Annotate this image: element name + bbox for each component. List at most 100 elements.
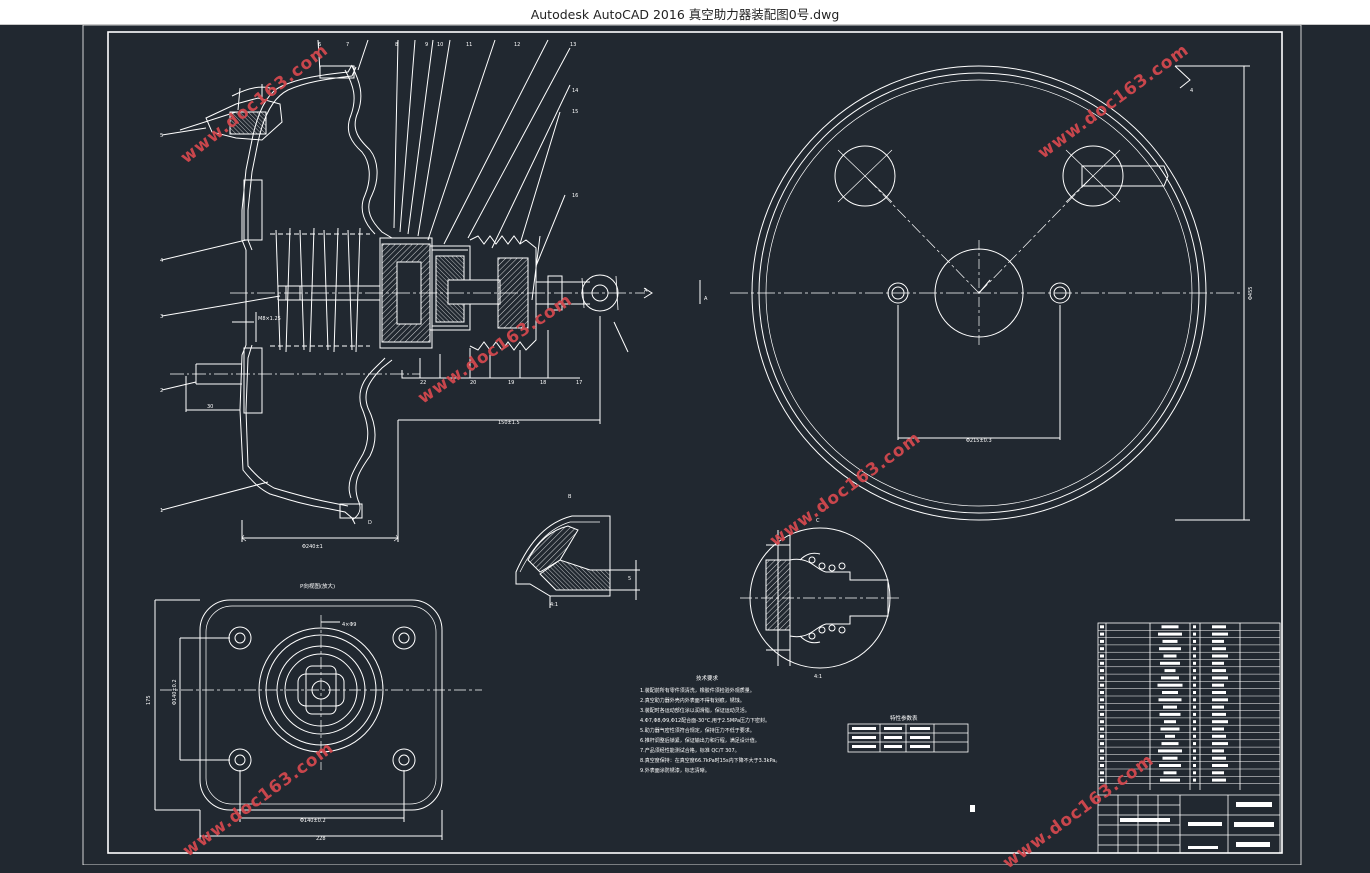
- svg-text:15: 15: [572, 109, 578, 115]
- svg-text:Φ455: Φ455: [1248, 287, 1254, 300]
- parts-list-cell-qty: [1193, 778, 1196, 782]
- svg-text:2.真空助力器外壳内外表面不得有划痕，锈蚀。: 2.真空助力器外壳内外表面不得有划痕，锈蚀。: [640, 697, 745, 704]
- svg-text:6.推杆调整后锁紧，保证输出力和行程，满足设计值。: 6.推杆调整后锁紧，保证输出力和行程，满足设计值。: [640, 737, 760, 744]
- parts-list-cell-qty: [1193, 639, 1196, 643]
- main-section-view: [161, 39, 701, 542]
- parts-list-cell-material: [1212, 632, 1228, 636]
- detail-c-labels: C 4:1: [814, 518, 822, 680]
- parts-list-cell-no: [1100, 712, 1104, 716]
- svg-text:8: 8: [395, 42, 398, 48]
- svg-text:D: D: [368, 520, 372, 526]
- plate-view-labels: P向视图(放大) 175 Φ140±0.2 Φ140±0.2 228 4×Φ9: [146, 582, 357, 842]
- svg-text:9.外表面涂防锈漆，标志清晰。: 9.外表面涂防锈漆，标志清晰。: [640, 767, 710, 774]
- parts-list-cell-qty: [1193, 749, 1196, 753]
- svg-text:P向视图(放大): P向视图(放大): [300, 582, 335, 590]
- parts-list-cell-material: [1212, 639, 1224, 643]
- parts-list-cell-name: [1158, 749, 1182, 753]
- svg-text:11: 11: [466, 42, 472, 48]
- parts-list-cell-material: [1212, 720, 1228, 724]
- parts-list-cell-qty: [1193, 734, 1196, 738]
- parts-list-cell-qty: [1193, 705, 1196, 709]
- parts-list-cell-name: [1162, 691, 1178, 694]
- parts-list-cell-no: [1100, 625, 1104, 629]
- svg-text:10: 10: [437, 42, 443, 48]
- parts-list-cell-no: [1100, 654, 1104, 658]
- parts-list-cell-no: [1100, 647, 1104, 651]
- svg-text:16: 16: [572, 193, 578, 199]
- parts-list-cell-name: [1160, 661, 1180, 665]
- parts-list-cell-name: [1160, 778, 1180, 782]
- parts-list-cell-no: [1100, 778, 1104, 782]
- svg-text:20: 20: [470, 380, 476, 386]
- svg-text:30: 30: [207, 404, 213, 410]
- parts-list-cell-qty: [1193, 654, 1196, 658]
- parts-list-cell-material: [1212, 669, 1226, 673]
- svg-text:8.真空度保持：在真空度66.7kPa时15s内下降不大于3: 8.真空度保持：在真空度66.7kPa时15s内下降不大于3.3kPa。: [640, 757, 780, 764]
- parts-list-cell-no: [1100, 669, 1104, 673]
- parts-list-cell-name: [1158, 632, 1182, 636]
- title-block-fills: [1120, 802, 1274, 849]
- parts-list-cell-material: [1212, 676, 1228, 680]
- parts-list-cell-material: [1212, 625, 1226, 629]
- parts-list-cell-qty: [1193, 625, 1196, 629]
- parts-list-cell-material: [1212, 647, 1226, 651]
- parts-list-cell-material: [1212, 749, 1224, 753]
- detail-c: [740, 527, 900, 669]
- svg-text:C: C: [816, 518, 820, 524]
- parts-list-cell-qty: [1193, 647, 1196, 651]
- parts-list-cell-no: [1100, 698, 1104, 702]
- parts-list-cell-name: [1163, 771, 1177, 775]
- parts-list-cell-qty: [1193, 742, 1196, 746]
- parts-list-cell-qty: [1193, 698, 1196, 702]
- parts-list-cell-material: [1212, 727, 1224, 731]
- parts-list-cell-material: [1212, 661, 1224, 665]
- svg-text:4: 4: [160, 258, 163, 264]
- parts-list-cell-name: [1163, 654, 1177, 658]
- parts-list-cell-no: [1100, 734, 1104, 738]
- svg-text:M8×1.25: M8×1.25: [258, 316, 281, 322]
- svg-text:B: B: [568, 494, 572, 500]
- parts-list-cell-no: [1100, 727, 1104, 731]
- parts-list-cell-qty: [1193, 756, 1196, 760]
- parts-list-cell-no: [1100, 632, 1104, 636]
- parts-list-cell-no: [1100, 764, 1104, 767]
- window-title: Autodesk AutoCAD 2016 真空助力器装配图0号.dwg: [530, 7, 840, 22]
- svg-text:7.产品须经性能测试合格，标准 QC/T 307。: 7.产品须经性能测试合格，标准 QC/T 307。: [640, 747, 740, 754]
- parts-list: [1097, 622, 1281, 854]
- parts-list-cell-name: [1159, 764, 1181, 767]
- front-view-labels: Φ215±0.3 4 Φ455: [966, 88, 1254, 444]
- parts-list-cell-no: [1100, 661, 1104, 665]
- parts-list-cell-no: [1100, 756, 1104, 760]
- svg-text:3.装配时各运动部位涂以润滑脂，保证运动灵活。: 3.装配时各运动部位涂以润滑脂，保证运动灵活。: [640, 707, 750, 714]
- parts-list-cell-material: [1212, 742, 1228, 746]
- svg-text:12: 12: [514, 42, 520, 48]
- svg-text:5.助力器气密性须符合规定，保持压力不低于要求。: 5.助力器气密性须符合规定，保持压力不低于要求。: [640, 727, 755, 734]
- svg-text:4.Φ7,Φ8,Φ9,Φ12配合面-30°C,用于2.5MP: 4.Φ7,Φ8,Φ9,Φ12配合面-30°C,用于2.5MPa压力下密封。: [640, 717, 770, 724]
- svg-text:4:1: 4:1: [814, 674, 822, 680]
- parts-list-cell-qty: [1193, 632, 1196, 636]
- parts-list-cell-material: [1212, 683, 1224, 687]
- svg-text:4×Φ9: 4×Φ9: [342, 622, 357, 628]
- svg-text:175: 175: [146, 695, 152, 705]
- parts-list-cell-name: [1164, 669, 1176, 673]
- parts-list-cell-no: [1100, 691, 1104, 694]
- parts-list-cell-name: [1161, 676, 1179, 680]
- svg-text:228: 228: [316, 836, 326, 842]
- svg-text:A: A: [644, 288, 648, 294]
- parts-list-cell-no: [1100, 720, 1104, 724]
- title-bar: Autodesk AutoCAD 2016 真空助力器装配图0号.dwg: [0, 0, 1370, 25]
- svg-text:技术要求: 技术要求: [696, 674, 719, 682]
- parts-list-cell-name: [1158, 698, 1182, 702]
- svg-text:19: 19: [508, 380, 514, 386]
- svg-text:1: 1: [160, 508, 163, 514]
- svg-text:4:1: 4:1: [550, 602, 558, 608]
- parts-list-cell-name: [1159, 647, 1181, 651]
- svg-text:4: 4: [1190, 88, 1193, 94]
- parts-list-cell-qty: [1193, 691, 1196, 694]
- svg-text:7: 7: [346, 42, 349, 48]
- parts-list-cell-material: [1212, 756, 1226, 760]
- parts-list-cell-name: [1161, 625, 1179, 629]
- parts-list-cell-material: [1212, 691, 1226, 694]
- detail-b: [515, 515, 640, 608]
